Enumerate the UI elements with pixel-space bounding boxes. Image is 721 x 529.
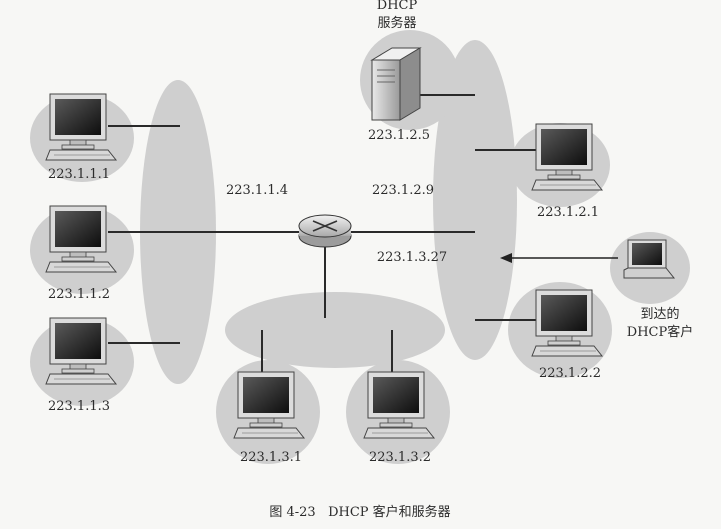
router-if-bottom-label: 223.1.3.27 xyxy=(377,250,447,265)
host-223-1-1-2-icon xyxy=(45,205,117,273)
dhcp-server-icon xyxy=(370,47,422,121)
host-223-1-2-2-icon xyxy=(531,289,603,357)
client-label-line1: 到达的 xyxy=(640,306,679,322)
links xyxy=(108,94,540,375)
host-223-1-2-1-icon xyxy=(531,123,603,191)
laptop-client-icon xyxy=(623,239,676,279)
server-ip-label: 223.1.2.5 xyxy=(368,128,430,143)
client-label-line2: DHCP客户 xyxy=(627,324,693,340)
host-223-1-1-2-label: 223.1.1.2 xyxy=(48,287,110,302)
host-223-1-1-3-label: 223.1.1.3 xyxy=(48,399,110,414)
server-title-line2: 服务器 xyxy=(377,15,416,31)
host-223-1-3-2-label: 223.1.3.2 xyxy=(369,450,431,465)
figure-caption: 图 4-23 DHCP 客户和服务器 xyxy=(269,504,450,520)
host-223-1-3-1-label: 223.1.3.1 xyxy=(240,450,302,465)
host-223-1-3-1-icon xyxy=(233,371,305,439)
host-223-1-1-1-label: 223.1.1.1 xyxy=(48,167,110,182)
router-if-left-label: 223.1.1.4 xyxy=(226,183,288,198)
host-223-1-2-2-label: 223.1.2.2 xyxy=(539,366,601,381)
host-223-1-1-3-icon xyxy=(45,317,117,385)
client-arrow xyxy=(500,253,618,263)
host-223-1-3-2-icon xyxy=(363,371,435,439)
host-223-1-1-1-icon xyxy=(45,93,117,161)
router-if-right-label: 223.1.2.9 xyxy=(372,183,434,198)
router-icon xyxy=(298,214,352,248)
host-223-1-2-1-label: 223.1.2.1 xyxy=(537,205,599,220)
server-title-line1: DHCP xyxy=(377,0,418,13)
